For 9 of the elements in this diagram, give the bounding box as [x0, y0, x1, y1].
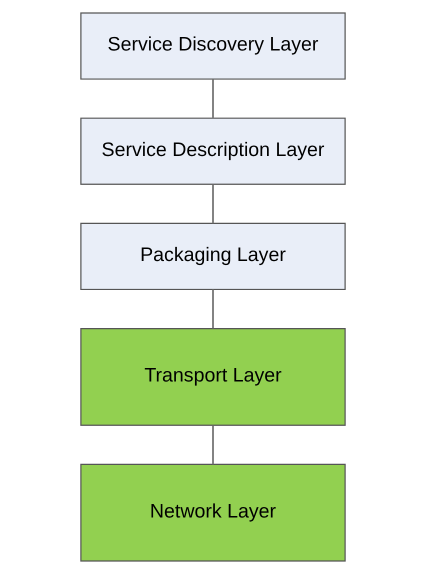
connector — [212, 184, 214, 224]
node-box: Service Discovery Layer — [80, 12, 346, 80]
connector — [212, 426, 214, 464]
node-box: Packaging Layer — [80, 222, 346, 290]
node-box: Service Description Layer — [80, 118, 346, 185]
node-box: Network Layer — [80, 464, 346, 562]
node-box: Transport Layer — [80, 328, 346, 426]
connector — [212, 290, 214, 328]
connector — [212, 79, 214, 118]
